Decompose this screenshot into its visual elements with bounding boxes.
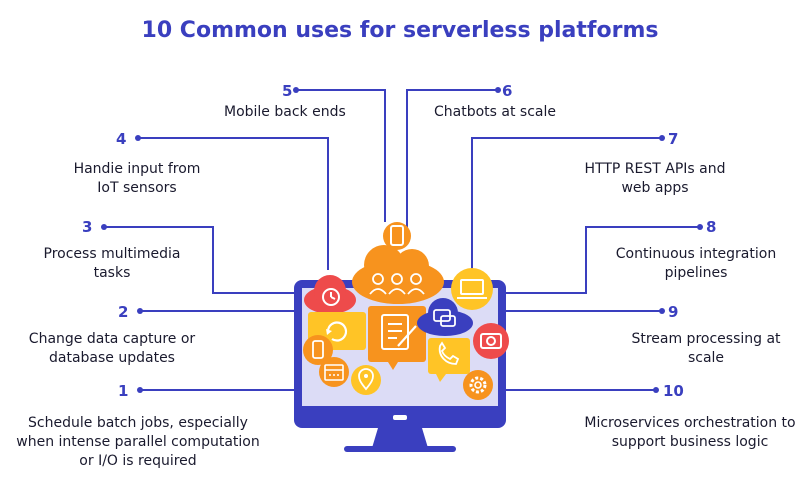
icon-cluster [303, 222, 509, 400]
use-4-label: Handie input from IoT sensors [73, 161, 201, 196]
phone-icon [383, 222, 411, 250]
gear-icon [463, 370, 493, 400]
connector-line-3 [104, 226, 320, 294]
use-9-label: Stream processing at scale [631, 331, 781, 366]
use-6-label: Chatbots at scale [434, 104, 556, 120]
timer-icon [304, 275, 356, 314]
use-5-label: Mobile back ends [224, 104, 346, 120]
chat-icon [417, 298, 473, 336]
use-10-label: Microservices orchestration to support b… [584, 415, 796, 450]
connector-line-5 [296, 89, 386, 222]
location-icon [351, 365, 381, 395]
use-8-number: 8 [706, 218, 717, 236]
use-9-number: 9 [668, 303, 679, 321]
connector-line-4 [138, 137, 329, 270]
use-6-number: 6 [502, 82, 513, 100]
monitor-button [393, 415, 407, 420]
monitor-base [344, 446, 456, 452]
use-1-label: Schedule batch jobs, especially when int… [16, 415, 260, 469]
page-title: 10 Common uses for serverless platforms [141, 18, 659, 43]
use-2-label: Change data capture or database updates [28, 331, 196, 366]
team-cloud-icon [352, 245, 444, 304]
use-10-number: 10 [663, 382, 684, 400]
connector-line-8 [505, 226, 700, 294]
camera-icon [473, 323, 509, 359]
use-5-number: 5 [282, 82, 293, 100]
clipboard-icon [368, 306, 426, 370]
monitor-stand [372, 428, 428, 448]
use-2-number: 2 [118, 303, 129, 321]
laptop-icon [451, 268, 493, 310]
use-8-label: Continuous integration pipelines [615, 246, 777, 281]
use-7-label: HTTP REST APIs and web apps [584, 161, 726, 196]
connector-line-6 [406, 89, 498, 228]
use-4-number: 4 [116, 130, 127, 148]
connector-line-7 [471, 137, 662, 270]
use-7-number: 7 [668, 130, 679, 148]
calendar-icon [319, 357, 349, 387]
use-3-number: 3 [82, 218, 93, 236]
connector-lines [101, 87, 703, 393]
use-1-number: 1 [118, 382, 129, 400]
mobile-icon [303, 335, 333, 365]
call-icon [428, 338, 470, 382]
use-3-label: Process multimedia tasks [43, 246, 181, 281]
